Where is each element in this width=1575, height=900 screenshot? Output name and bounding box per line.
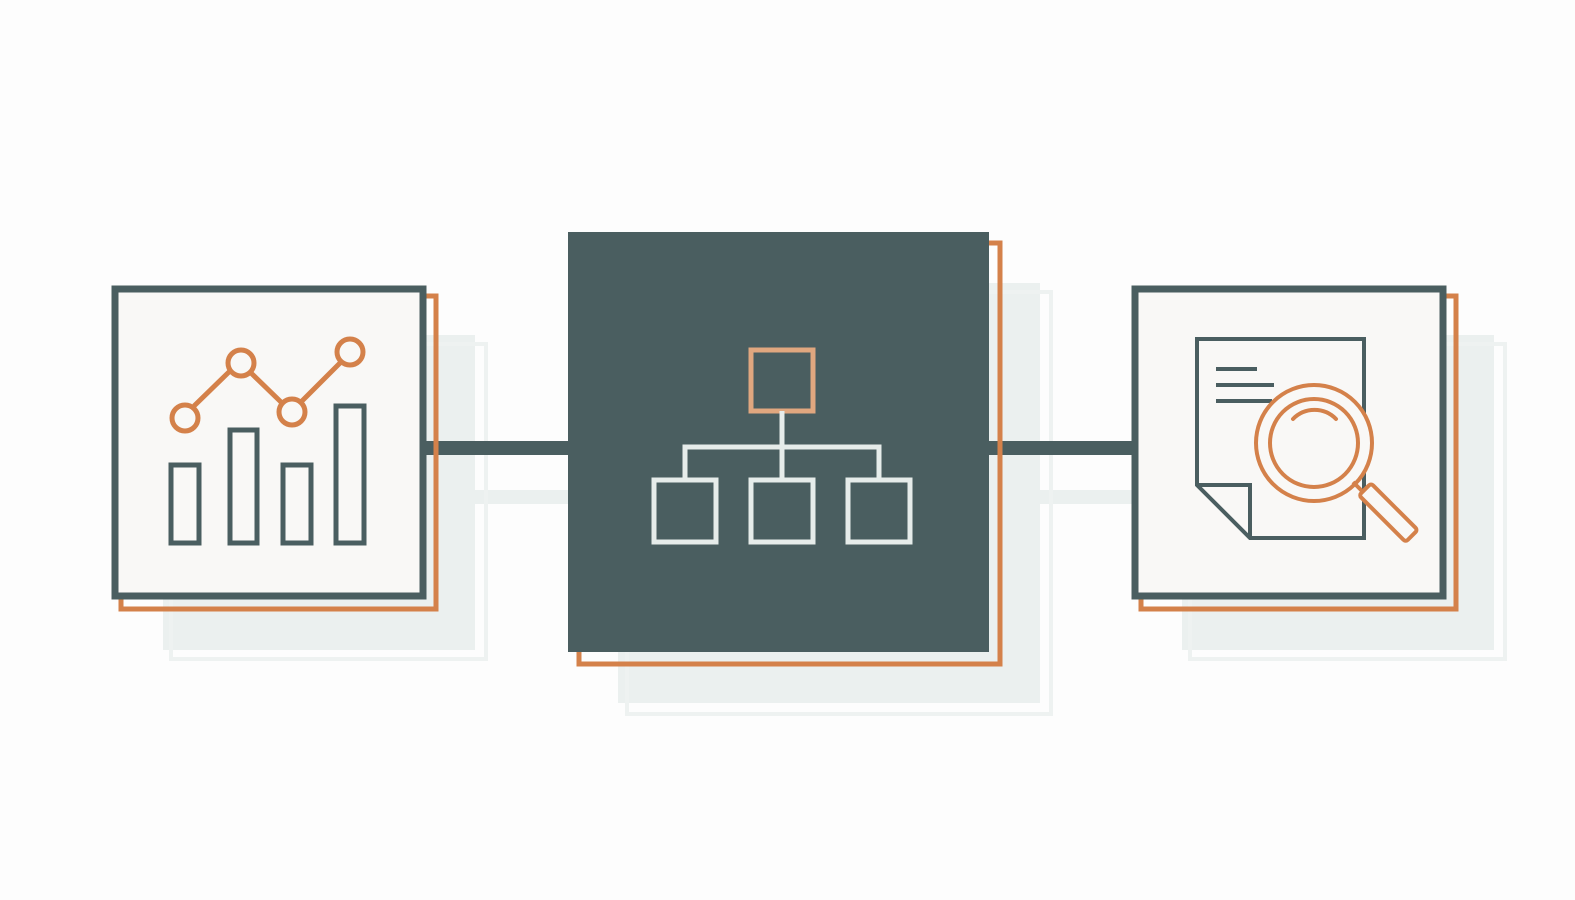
hierarchy-card <box>568 232 1003 667</box>
document-search-card <box>1131 285 1459 612</box>
hierarchy-org-chart-icon <box>651 347 913 545</box>
document-search-icon <box>1195 337 1419 543</box>
analytics-chart-icon <box>168 336 367 546</box>
analytics-card <box>111 285 439 612</box>
connector-line <box>420 441 1140 455</box>
